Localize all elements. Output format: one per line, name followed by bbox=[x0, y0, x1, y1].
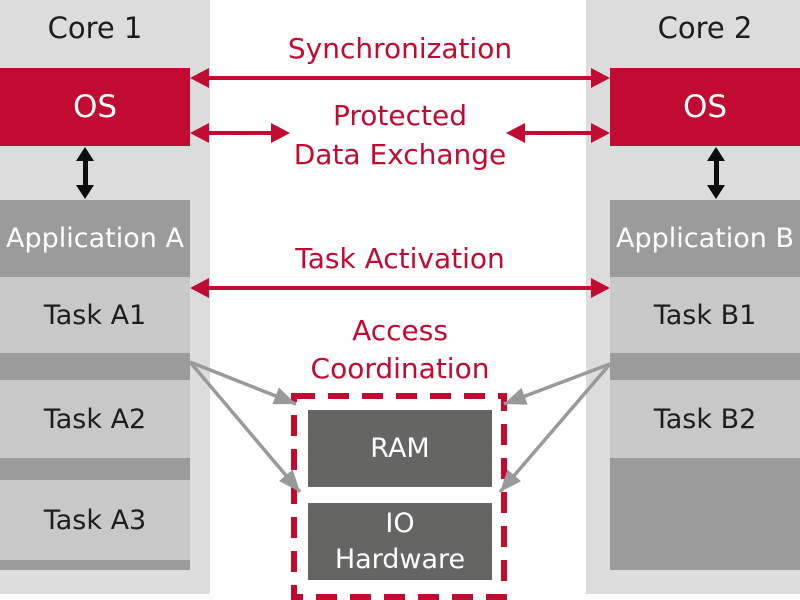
arrow-shaft bbox=[205, 76, 595, 80]
arrow-right-icon bbox=[591, 123, 610, 143]
core1-application-label: Application A bbox=[6, 223, 184, 254]
access-coordination-label-line1: Access bbox=[352, 314, 448, 347]
core2-os-box: OS bbox=[610, 68, 800, 146]
io-label-line1: IO bbox=[385, 507, 415, 539]
task-a1-box: Task A1 bbox=[0, 277, 190, 353]
core2-os-app-arrow-icon bbox=[707, 147, 725, 199]
task-b2-label: Task B2 bbox=[653, 403, 757, 435]
core2-title: Core 2 bbox=[657, 11, 753, 45]
arrow-up-icon bbox=[76, 147, 94, 161]
arrow-left-icon bbox=[190, 278, 209, 298]
core1-os-app-arrow-icon bbox=[76, 147, 94, 199]
task-a1-label: Task A1 bbox=[43, 299, 147, 331]
arrow-left-icon bbox=[190, 68, 209, 88]
protected-data-exchange-label-line1: Protected bbox=[333, 99, 467, 132]
core1-os-box: OS bbox=[0, 68, 190, 146]
arrow-right-icon bbox=[591, 68, 610, 88]
arrow-down-icon bbox=[707, 185, 725, 199]
arrow-up-icon bbox=[707, 147, 725, 161]
protected-data-exchange-label-line2: Data Exchange bbox=[293, 138, 507, 171]
io-hardware-box: IO Hardware bbox=[308, 503, 492, 580]
task-b1-label: Task B1 bbox=[653, 299, 757, 331]
access-coordination-label-line2: Coordination bbox=[310, 352, 490, 385]
core2-application-panel: Application B Task B1 Task B2 bbox=[610, 200, 800, 570]
arrow-shaft bbox=[205, 286, 595, 290]
io-label-line2: Hardware bbox=[334, 543, 466, 575]
task-activation-arrow-icon bbox=[190, 278, 610, 298]
arrow-shaft bbox=[205, 131, 275, 135]
task-a3-box: Task A3 bbox=[0, 480, 190, 560]
task-b1-box: Task B1 bbox=[610, 277, 800, 353]
arrow-left-icon bbox=[506, 123, 525, 143]
arrow-shaft bbox=[713, 158, 719, 188]
arrow-right-icon bbox=[271, 123, 290, 143]
core1-title: Core 1 bbox=[47, 11, 143, 45]
arrow-shaft bbox=[521, 131, 595, 135]
ram-box: RAM bbox=[308, 410, 492, 487]
synchronization-arrow-icon bbox=[190, 68, 610, 88]
arrow-shaft bbox=[82, 158, 88, 188]
task-a2-label: Task A2 bbox=[43, 403, 147, 435]
task-a2-box: Task A2 bbox=[0, 380, 190, 458]
protected-exchange-arrow-right-icon bbox=[506, 123, 610, 143]
arrow-left-icon bbox=[190, 123, 209, 143]
core2-application-label: Application B bbox=[616, 223, 794, 254]
task-b2-box: Task B2 bbox=[610, 380, 800, 458]
arrow-right-icon bbox=[591, 278, 610, 298]
synchronization-label: Synchronization bbox=[287, 32, 513, 65]
core1-os-label: OS bbox=[72, 89, 118, 125]
core2-os-label: OS bbox=[682, 89, 728, 125]
task-activation-label: Task Activation bbox=[295, 242, 505, 275]
ram-label: RAM bbox=[370, 432, 430, 464]
protected-exchange-arrow-left-icon bbox=[190, 123, 290, 143]
core1-application-panel: Application A Task A1 Task A2 Task A3 bbox=[0, 200, 190, 570]
task-a3-label: Task A3 bbox=[43, 504, 147, 536]
arrow-down-icon bbox=[76, 185, 94, 199]
